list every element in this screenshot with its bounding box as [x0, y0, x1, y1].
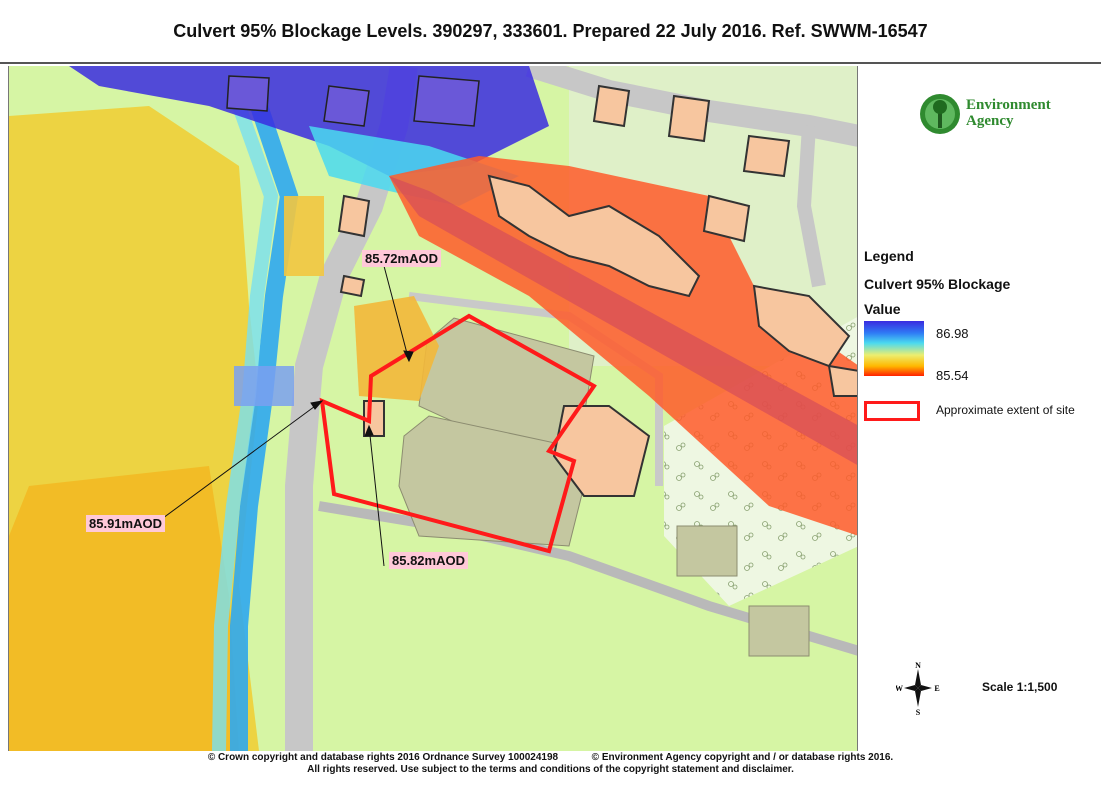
compass-s: S	[916, 708, 921, 715]
legend-layer-title: Culvert 95% Blockage	[864, 276, 1011, 292]
callout-85-82: 85.82mAOD	[389, 552, 468, 569]
north-arrow-icon: N S W E	[895, 661, 940, 717]
ramp-high-label: 86.98	[936, 326, 969, 341]
buildings-flooded	[226, 75, 480, 127]
pitch-small-2	[748, 605, 810, 657]
railway-line	[389, 176, 857, 465]
flood-extent-site-west	[284, 196, 324, 276]
copyright-footer: © Crown copyright and database rights 20…	[0, 752, 1101, 785]
flood-map-svg	[9, 66, 857, 751]
ea-tree-icon	[920, 94, 960, 134]
leader-lines	[158, 265, 414, 567]
legend-heading: Legend	[864, 248, 914, 264]
legend-value-label: Value	[864, 301, 901, 317]
road-east	[796, 125, 826, 288]
copyright-ea: © Environment Agency copyright and / or …	[591, 752, 894, 763]
logo-text-agency: Agency	[966, 113, 1014, 129]
callout-85-72: 85.72mAOD	[362, 250, 441, 267]
legend-panel: Environment Agency Legend Culvert 95% Bl…	[858, 66, 1101, 751]
logo-text-environment: Environment	[966, 97, 1051, 113]
map-canvas[interactable]: 85.72mAOD 85.91mAOD 85.82mAOD	[8, 66, 858, 751]
site-extent-label: Approximate extent of site	[936, 403, 1075, 417]
compass-n: N	[915, 661, 921, 670]
ramp-low-label: 85.54	[936, 368, 969, 383]
road-north	[525, 66, 857, 147]
site-boundary	[319, 313, 597, 554]
environment-agency-logo: Environment Agency	[918, 90, 1078, 140]
culvert-crossing	[234, 366, 294, 406]
callout-85-91: 85.91mAOD	[86, 515, 165, 532]
color-ramp	[864, 321, 924, 376]
site-extent-swatch	[864, 401, 920, 421]
buildings	[337, 84, 857, 497]
pitch-small-1	[676, 525, 738, 577]
compass-e: E	[934, 684, 939, 693]
scale-label: Scale 1:1,500	[982, 680, 1058, 694]
copyright-terms: All rights reserved. Use subject to the …	[307, 764, 794, 775]
compass-w: W	[896, 684, 903, 693]
map-title: Culvert 95% Blockage Levels. 390297, 333…	[0, 0, 1101, 64]
flood-extent-west-core	[9, 466, 239, 751]
copyright-os: © Crown copyright and database rights 20…	[207, 752, 559, 763]
pitch-south	[398, 415, 585, 547]
